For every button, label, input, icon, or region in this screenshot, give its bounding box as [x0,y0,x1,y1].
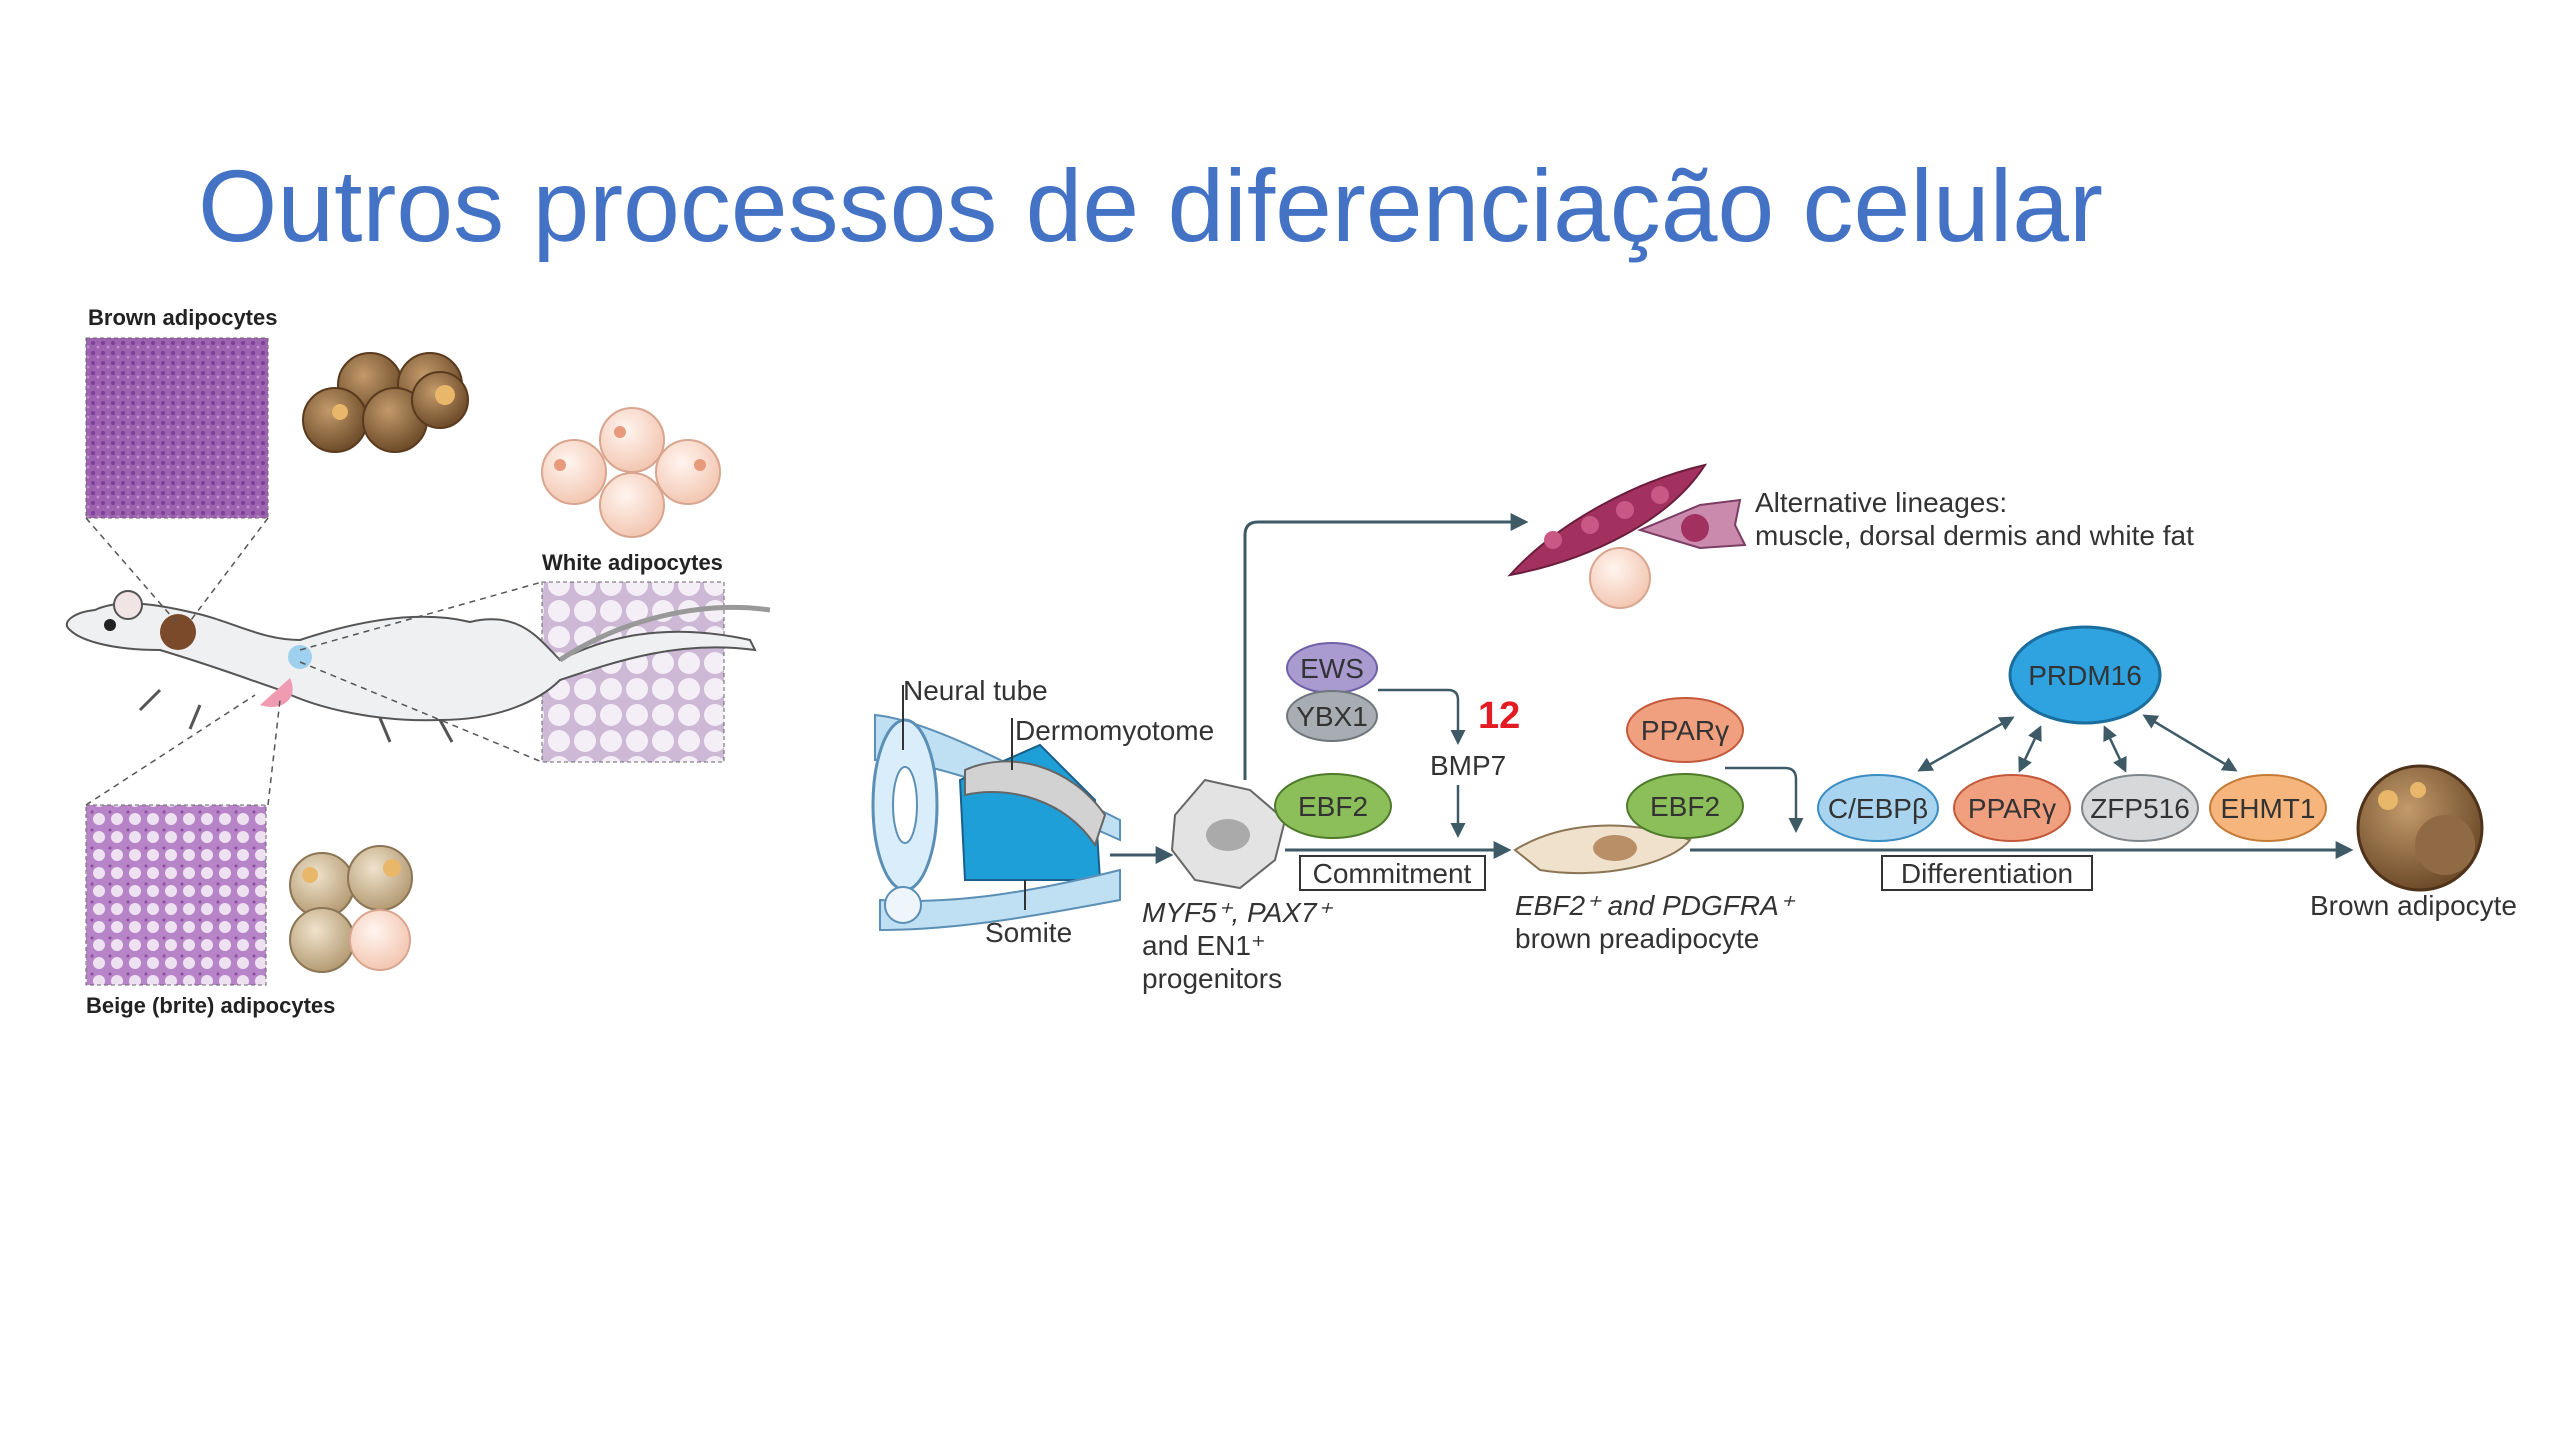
beige-connector-left [85,694,256,806]
mouse-illustration [65,590,771,743]
brown-adipocyte-cluster [302,352,469,453]
ehmt1-node [2209,774,2327,842]
commitment-label: Commitment [1313,858,1472,889]
somite-illustration [871,713,1121,932]
brown-preadipocyte-cell [1513,824,1692,875]
preadipocyte-label-line2: brown preadipocyte [1515,923,1759,954]
prdm16-label: PRDM16 [2028,660,2142,691]
arrow-prdm16-zfp516 [2103,725,2127,773]
arrow-prdm16-pparg [2018,725,2042,773]
ebf2-node-preadipocyte [1626,773,1744,839]
brown-connector-right [187,517,269,625]
commitment-box [1299,855,1486,891]
bmp7-label: BMP7 [1430,750,1506,781]
brown-adipocyte-cell [2356,764,2484,892]
brown-adipocytes-label: Brown adipocytes [88,305,277,330]
progenitor-cell [1170,778,1287,890]
white-adipocytes-label: White adipocytes [542,550,723,575]
pparg-label-differentiation: PPARγ [1968,793,2056,824]
progenitors-label-line1: MYF5⁺, PAX7⁺ [1142,897,1334,928]
ybx1-node [1286,690,1378,742]
prdm16-node [2008,625,2162,725]
pparg-node-differentiation [1953,774,2071,842]
progenitors-label-line3: progenitors [1142,963,1282,994]
ehmt1-label: EHMT1 [2221,793,2316,824]
brown-tissue-image [85,337,269,519]
beige-adipocyte-cluster [289,845,413,973]
pparg-label-preadipocyte: PPARγ [1641,715,1729,746]
alternative-lineages-label-line2: muscle, dorsal dermis and white fat [1755,520,2194,551]
ybx1-label: YBX1 [1296,701,1368,732]
alternative-lineage-cells [1507,463,1747,609]
white-connector-top [299,581,543,651]
ews-label: EWS [1300,653,1364,684]
zfp516-node [2081,774,2199,842]
arrow-to-alternative-lineages [1243,513,1529,780]
neural-tube-label: Neural tube [903,675,1048,706]
beige-tissue-image [85,804,267,986]
cebpb-label: C/EBPβ [1828,793,1928,824]
dermomyotome-label: Dermomyotome [1015,715,1214,746]
arrow-ews-to-bmp7 [1378,688,1466,745]
ebf2-node-progenitor [1274,773,1392,839]
arrow-prdm16-ehmt1 [2142,714,2238,772]
beige-connector-right [267,699,281,806]
highlight-number-12: 12 [1478,695,1520,737]
arrow-prdm16-cebpb [1917,716,2015,772]
progenitors-label-line2: and EN1⁺ [1142,930,1266,961]
zfp516-label: ZFP516 [2090,793,2190,824]
preadipocyte-label-line1: EBF2⁺ and PDGFRA⁺ [1515,890,1796,921]
alternative-lineages-label-line1: Alternative lineages: [1755,487,2007,518]
arrow-pparg-to-differentiation [1725,766,1804,833]
ebf2-label-progenitor: EBF2 [1298,791,1368,822]
ebf2-label-preadipocyte: EBF2 [1650,791,1720,822]
cebpb-node [1817,774,1939,842]
brown-adipocyte-label: Brown adipocyte [2310,890,2517,921]
differentiation-label: Differentiation [1901,858,2073,889]
beige-adipocytes-label: Beige (brite) adipocytes [86,993,335,1018]
differentiation-box [1881,855,2093,891]
slide-title: Outros processos de diferenciação celula… [198,149,2103,263]
pparg-node-preadipocyte [1626,697,1744,763]
brown-connector-left [85,517,179,625]
somite-label: Somite [985,917,1072,948]
white-adipocyte-cluster [541,407,721,538]
